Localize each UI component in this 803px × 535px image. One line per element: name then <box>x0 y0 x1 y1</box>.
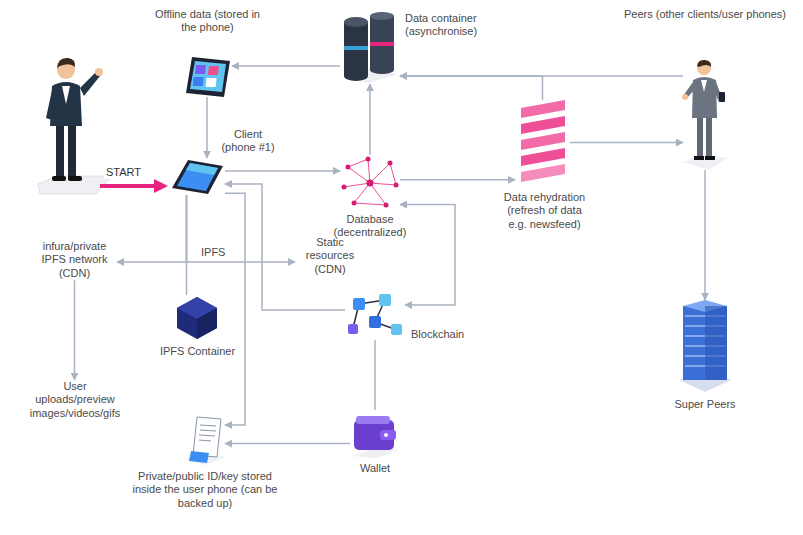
flow-arrow <box>74 280 76 380</box>
flow-arrow <box>117 195 187 262</box>
icon-node: Data rehydration (refresh of data e.g. n… <box>515 100 570 185</box>
start-arrow <box>100 179 168 193</box>
ipfs-icon <box>175 295 220 340</box>
flow-arrow <box>400 205 455 306</box>
node-label: Offline data (stored in the phone) <box>150 8 265 35</box>
text-node: User uploads/preview images/videos/gifs <box>25 380 125 420</box>
flow-arrow <box>704 170 706 300</box>
flow-arrow <box>232 65 340 67</box>
edge-label: IPFS <box>199 246 227 259</box>
icon-node: Offline data (stored in the phone) <box>182 55 232 97</box>
icon-node: IPFS Container <box>175 295 220 340</box>
icon-node: Database (decentralized) <box>340 155 400 210</box>
key-icon <box>185 415 225 465</box>
db-icon <box>340 155 400 210</box>
flow-arrow <box>570 142 683 144</box>
node-label: User uploads/preview images/videos/gifs <box>25 380 125 420</box>
person2-icon <box>683 58 727 170</box>
offline-icon <box>182 55 232 97</box>
node-label: Peers (other clients/user phones) <box>610 8 800 21</box>
icon-node: Data container (asynchronise) <box>340 12 400 84</box>
node-label: Client (phone #1) <box>218 128 278 155</box>
flow-arrow <box>206 97 208 158</box>
flow-arrow <box>225 193 245 425</box>
node-label: Super Peers <box>655 398 755 411</box>
flow-arrow <box>187 195 296 262</box>
phone-icon <box>170 158 225 195</box>
node-label: infura/private IPFS network (CDN) <box>32 240 117 280</box>
flow-arrow <box>400 179 515 181</box>
flow-arrow <box>186 195 188 295</box>
start-label: START <box>104 166 143 179</box>
node-label: Static resources (CDN) <box>295 236 365 276</box>
node-label: Database (decentralized) <box>330 213 410 240</box>
flow-arrow <box>225 443 350 445</box>
icon-node: Private/public ID/key stored inside the … <box>185 415 225 465</box>
icon-node: Blockchain <box>345 290 405 340</box>
text-node: Static resources (CDN) <box>295 236 365 276</box>
flow-arrow <box>400 76 543 100</box>
icon-node: Wallet <box>350 410 400 458</box>
container-icon <box>340 12 400 84</box>
flow-arrow <box>374 340 376 410</box>
node-label: IPFS Container <box>155 345 240 358</box>
flow-arrow <box>369 84 371 155</box>
text-node: infura/private IPFS network (CDN) <box>32 240 117 280</box>
wallet-icon <box>350 410 400 458</box>
icon-node: Super Peers <box>675 300 735 392</box>
server-icon <box>675 300 735 392</box>
node-label: Wallet <box>330 462 420 475</box>
user-figure <box>46 58 103 181</box>
node-label: Blockchain <box>411 328 481 341</box>
icon-node: Peers (other clients/user phones) <box>683 58 727 170</box>
icon-node: Client (phone #1) <box>170 158 225 195</box>
rehyd-icon <box>515 100 570 185</box>
chain-icon <box>345 290 405 340</box>
node-label: Data container (asynchronise) <box>405 12 510 39</box>
node-label: Data rehydration (refresh of data e.g. n… <box>497 191 592 231</box>
node-label: Private/public ID/key stored inside the … <box>130 470 280 510</box>
flow-arrow <box>225 170 340 172</box>
